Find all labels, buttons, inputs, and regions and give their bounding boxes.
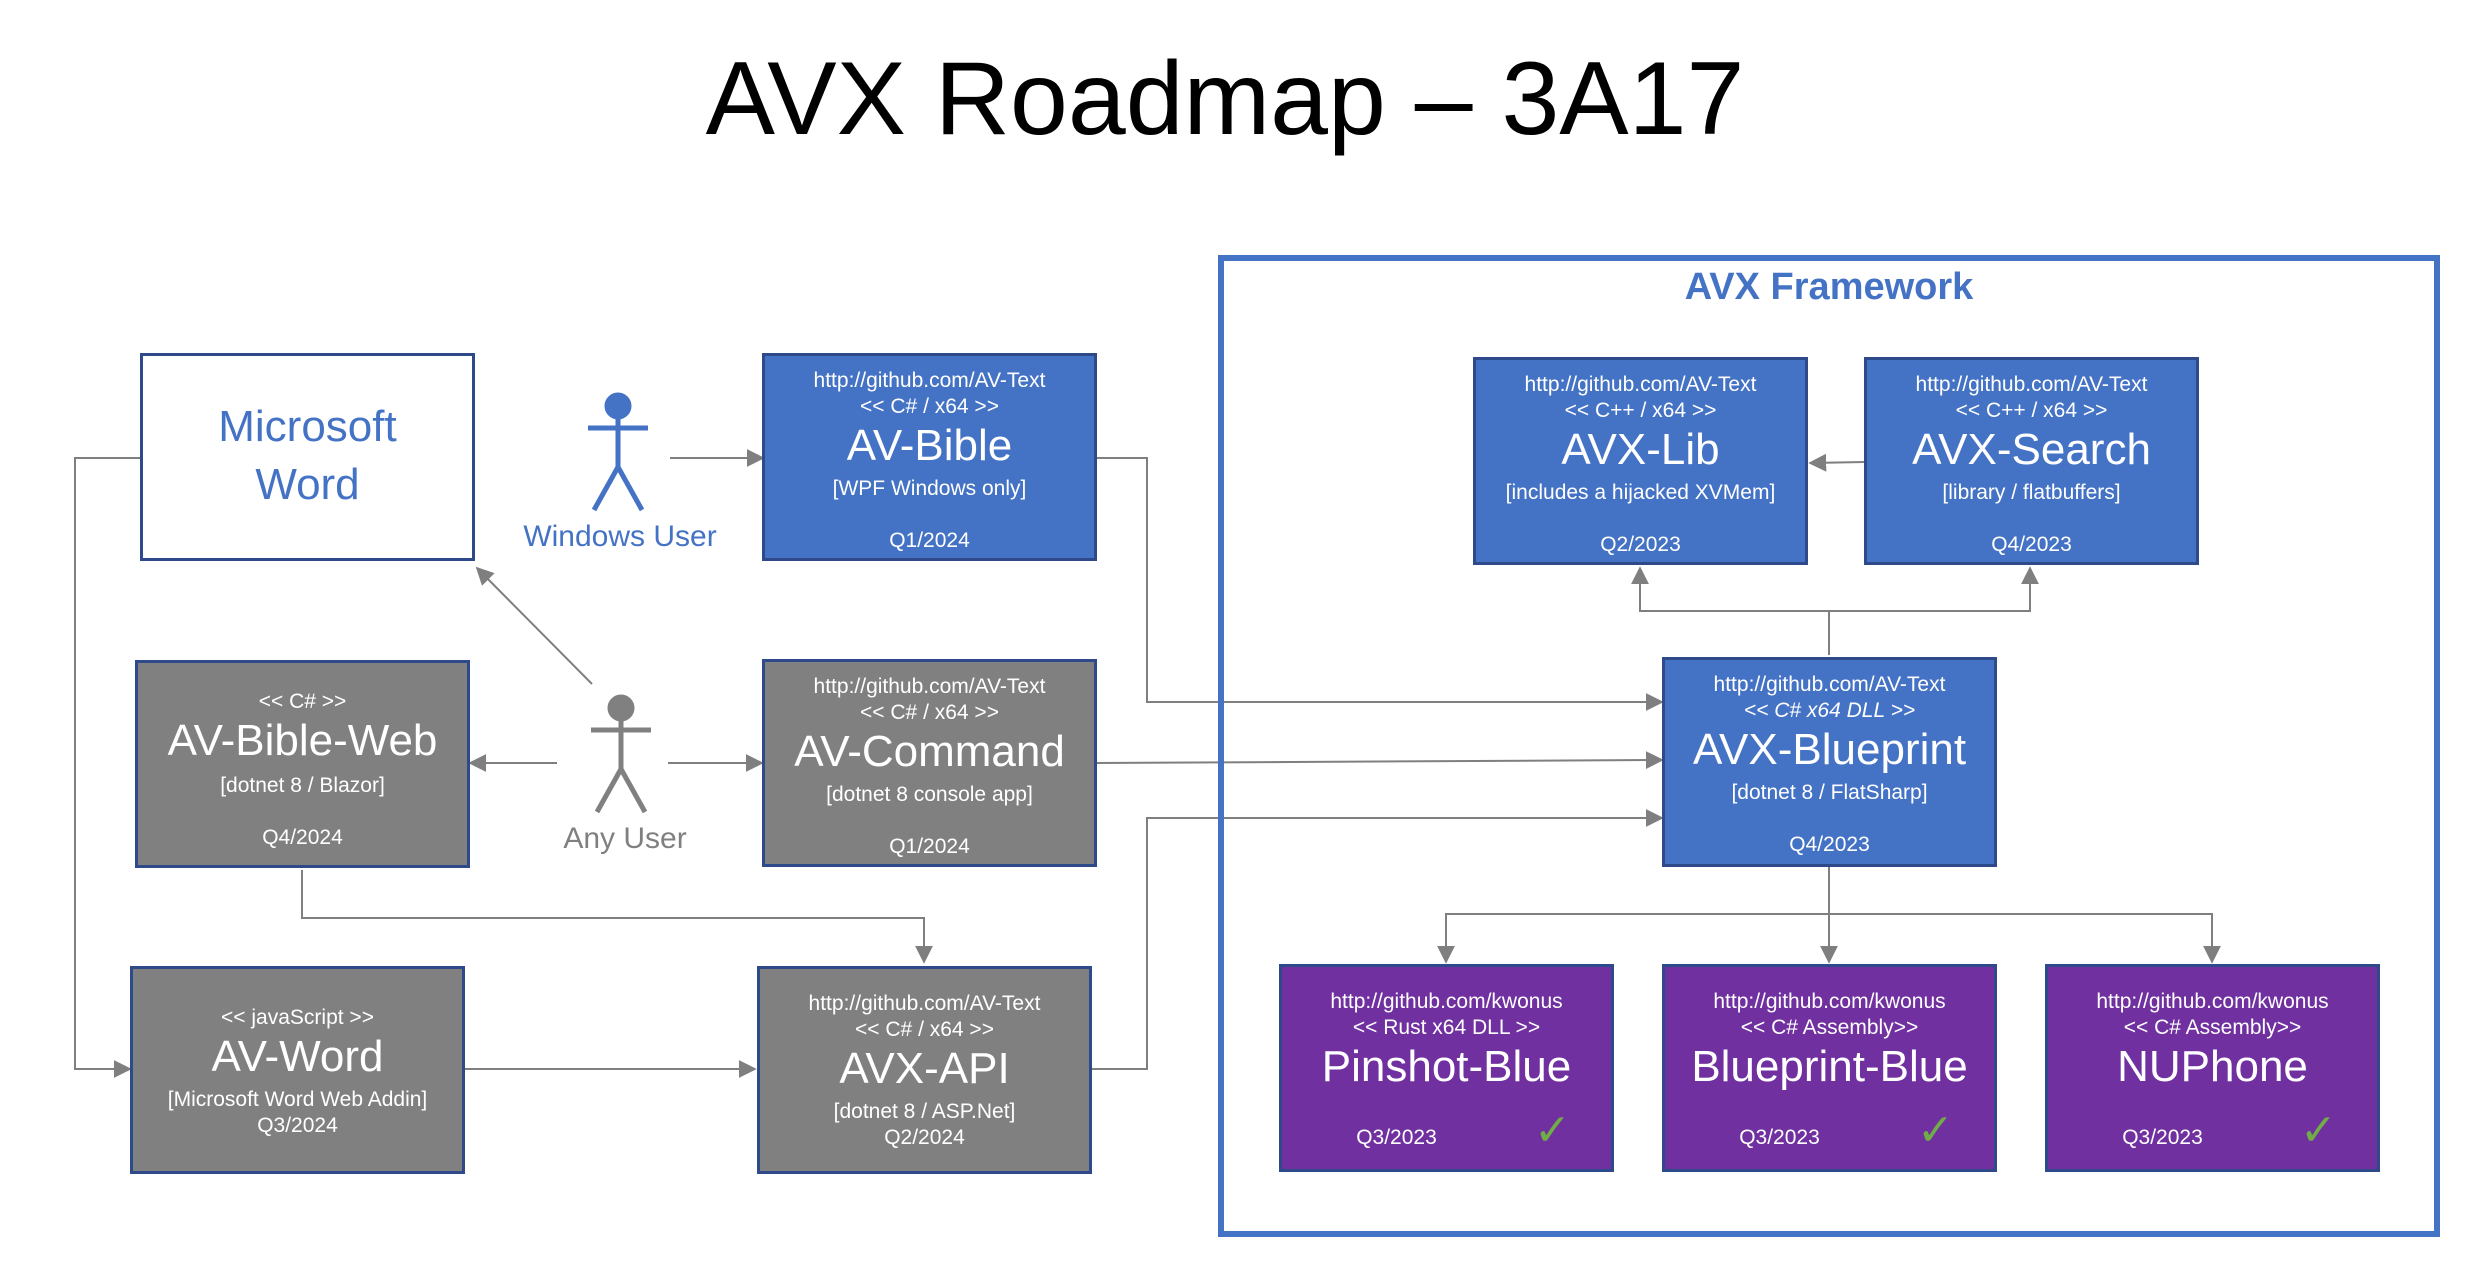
av-word-name: AV-Word — [211, 1032, 384, 1081]
av-command-url: http://github.com/AV-Text — [813, 675, 1046, 698]
arrow-blueprint-to-pinshot — [1437, 913, 1829, 964]
pinshot-blue-box: http://github.com/kwonus << Rust x64 DLL… — [1279, 964, 1614, 1172]
avx-search-url: http://github.com/AV-Text — [1915, 373, 2148, 396]
arrow-blueprint-to-lib — [1631, 566, 1830, 655]
avx-api-desc: [dotnet 8 / ASP.Net] — [833, 1100, 1016, 1123]
pinshot-blue-date: Q3/2023 — [1356, 1126, 1437, 1149]
check-icon: ✓ — [1917, 1106, 1954, 1155]
avx-lib-url: http://github.com/AV-Text — [1524, 373, 1757, 396]
avx-lib-desc: [includes a hijacked XVMem] — [1505, 481, 1776, 504]
any-user-icon — [591, 694, 651, 814]
av-bible-box: http://github.com/AV-Text << C# / x64 >>… — [762, 353, 1097, 561]
check-icon: ✓ — [1534, 1106, 1571, 1155]
avx-framework-title: AVX Framework — [1684, 266, 1974, 308]
av-command-box: http://github.com/AV-Text << C# / x64 >>… — [762, 659, 1097, 867]
pinshot-blue-name: Pinshot-Blue — [1321, 1042, 1572, 1091]
av-bible-web-box: << C# >> AV-Bible-Web [dotnet 8 / Blazor… — [135, 660, 470, 868]
blueprint-blue-stereotype: << C# Assembly>> — [1740, 1016, 1919, 1039]
avx-framework-frame — [1218, 255, 2440, 1237]
av-bible-web-stereotype: << C# >> — [258, 690, 347, 713]
av-word-box: << javaScript >> AV-Word [Microsoft Word… — [130, 966, 465, 1174]
arrow-search-to-lib — [1808, 453, 1866, 472]
arrow-blueprint-to-search — [1829, 566, 2039, 612]
av-word-desc: [Microsoft Word Web Addin] — [167, 1088, 428, 1111]
av-command-desc: [dotnet 8 console app] — [826, 783, 1033, 806]
nuphone-name: NUPhone — [2117, 1042, 2308, 1091]
word-line1: Microsoft — [218, 402, 397, 451]
arrow-av-bible-to-blueprint — [1097, 457, 1664, 711]
av-bible-desc: [WPF Windows only] — [832, 477, 1027, 500]
pinshot-blue-url: http://github.com/kwonus — [1330, 990, 1563, 1013]
avx-search-desc: [library / flatbuffers] — [1942, 481, 2121, 504]
word-line2: Word — [255, 460, 360, 509]
arrow-blueprint-to-nuphone — [1829, 913, 2221, 964]
avx-search-stereotype: << C++ / x64 >> — [1955, 399, 2108, 422]
av-bible-url: http://github.com/AV-Text — [813, 369, 1046, 392]
arrow-api-to-blueprint — [1092, 809, 1664, 1070]
windows-user-icon — [588, 392, 648, 512]
avx-api-name: AVX-API — [839, 1044, 1010, 1093]
avx-blueprint-name: AVX-Blueprint — [1692, 725, 1967, 774]
avx-api-stereotype: << C# / x64 >> — [855, 1018, 994, 1041]
blueprint-blue-box: http://github.com/kwonus << C# Assembly>… — [1662, 964, 1997, 1172]
av-command-date: Q1/2024 — [889, 835, 970, 858]
avx-blueprint-desc: [dotnet 8 / FlatSharp] — [1731, 781, 1928, 804]
arrow-av-command-to-blueprint — [1096, 751, 1664, 770]
nuphone-url: http://github.com/kwonus — [2096, 990, 2329, 1013]
nuphone-box: http://github.com/kwonus << C# Assembly>… — [2045, 964, 2380, 1172]
avx-api-url: http://github.com/AV-Text — [808, 992, 1041, 1015]
avx-lib-stereotype: << C++ / x64 >> — [1564, 399, 1717, 422]
avx-search-box: http://github.com/AV-Text << C++ / x64 >… — [1864, 357, 2199, 565]
av-word-date: Q3/2024 — [257, 1114, 338, 1137]
windows-user-label: Windows User — [523, 520, 717, 553]
microsoft-word-box: Microsoft Word — [140, 353, 475, 561]
avx-api-box: http://github.com/AV-Text << C# / x64 >>… — [757, 966, 1092, 1174]
arrow-word-to-av-word — [74, 457, 140, 1078]
avx-api-date: Q2/2024 — [884, 1126, 965, 1149]
avx-lib-box: http://github.com/AV-Text << C++ / x64 >… — [1473, 357, 1808, 565]
check-icon: ✓ — [2300, 1106, 2337, 1155]
blueprint-blue-url: http://github.com/kwonus — [1713, 990, 1946, 1013]
nuphone-stereotype: << C# Assembly>> — [2123, 1016, 2302, 1039]
blueprint-blue-date: Q3/2023 — [1739, 1126, 1820, 1149]
arrow-any-user-to-word — [475, 566, 593, 685]
av-bible-name: AV-Bible — [846, 421, 1013, 470]
pinshot-blue-stereotype: << Rust x64 DLL >> — [1352, 1016, 1541, 1039]
avx-search-date: Q4/2023 — [1991, 533, 2072, 556]
avx-blueprint-date: Q4/2023 — [1789, 833, 1870, 856]
page-title: AVX Roadmap – 3A17 — [705, 41, 1745, 157]
blueprint-blue-name: Blueprint-Blue — [1691, 1042, 1968, 1091]
av-word-stereotype: << javaScript >> — [221, 1006, 374, 1029]
avx-blueprint-url: http://github.com/AV-Text — [1713, 673, 1946, 696]
av-command-name: AV-Command — [794, 727, 1065, 776]
nuphone-date: Q3/2023 — [2122, 1126, 2203, 1149]
av-command-stereotype: << C# / x64 >> — [860, 701, 999, 724]
any-user-label: Any User — [563, 822, 687, 855]
av-bible-web-name: AV-Bible-Web — [167, 716, 438, 765]
avx-lib-date: Q2/2023 — [1600, 533, 1681, 556]
av-bible-stereotype: << C# / x64 >> — [860, 395, 999, 418]
avx-search-name: AVX-Search — [1912, 425, 2151, 474]
avx-blueprint-box: http://github.com/AV-Text << C# x64 DLL … — [1662, 657, 1997, 867]
av-bible-date: Q1/2024 — [889, 529, 970, 552]
av-bible-web-desc: [dotnet 8 / Blazor] — [220, 774, 385, 797]
avx-blueprint-stereotype: << C# x64 DLL >> — [1743, 699, 1916, 722]
av-bible-web-date: Q4/2024 — [262, 826, 343, 849]
arrow-bible-web-to-api — [301, 870, 933, 964]
avx-lib-name: AVX-Lib — [1561, 425, 1720, 474]
